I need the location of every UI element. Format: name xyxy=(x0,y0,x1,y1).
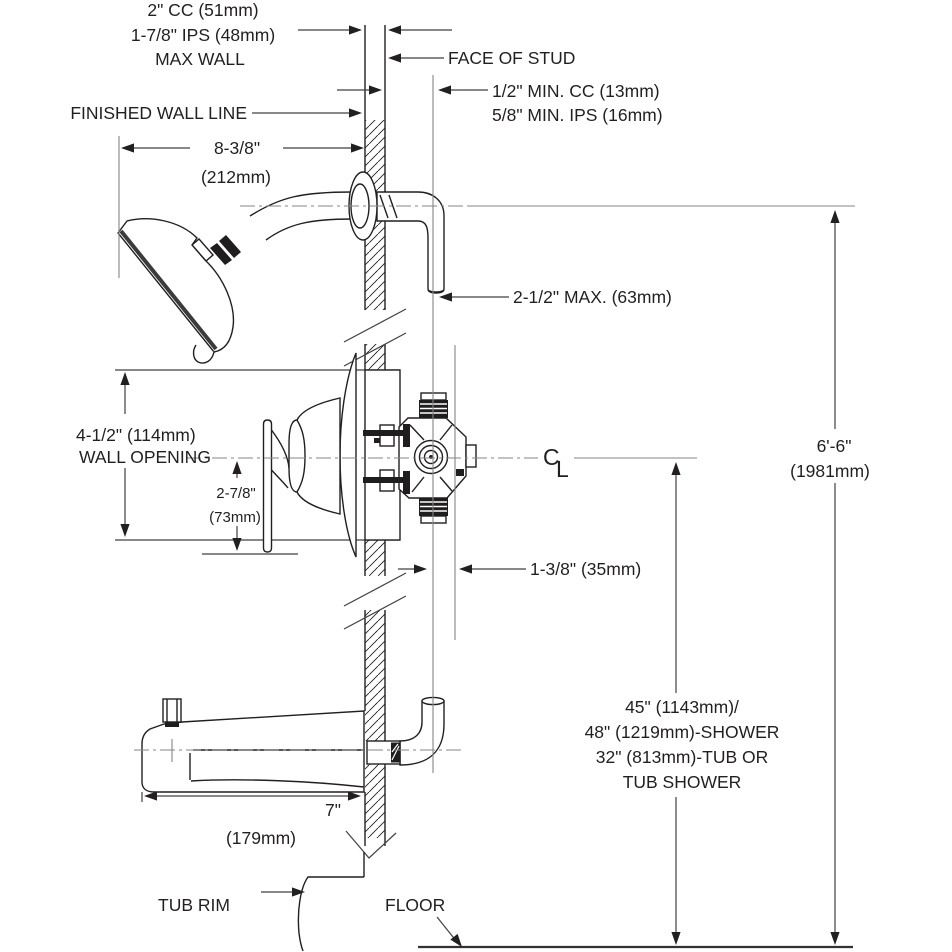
label-finished-wall-line: FINISHED WALL LINE xyxy=(70,103,247,123)
label-min-ips: 5/8" MIN. IPS (16mm) xyxy=(492,105,663,125)
mounting-bolt-bottom xyxy=(363,477,409,483)
dimension-lines xyxy=(120,25,840,950)
mounting-plate xyxy=(364,369,401,541)
label-spout-reach-in: 7" xyxy=(325,800,341,820)
label-height-ft: 6'-6" xyxy=(817,436,852,456)
label-spout-reach-mm: (179mm) xyxy=(226,828,296,848)
reference-lines xyxy=(118,75,855,773)
label-handle-depth-mm: (73mm) xyxy=(209,509,261,526)
escutcheon xyxy=(339,352,357,558)
mounting-bolt-top xyxy=(363,430,409,436)
labels: 2" CC (51mm) 1-7/8" IPS (48mm) MAX WALL … xyxy=(70,0,870,915)
label-floor: FLOOR xyxy=(385,895,445,915)
label-max-wall-3: MAX WALL xyxy=(155,49,245,69)
label-wall-opening-text: WALL OPENING xyxy=(79,447,211,467)
shower-drop-elbow xyxy=(376,191,445,294)
label-arm-reach-in: 8-3/8" xyxy=(214,138,260,158)
label-valve-height-2: 48" (1219mm)-SHOWER xyxy=(585,722,780,742)
label-max-wall-2: 1-7/8" IPS (48mm) xyxy=(131,25,275,45)
diverter-knob xyxy=(162,698,182,723)
label-offset: 1-3/8" (35mm) xyxy=(530,559,641,579)
label-max-drop: 2-1/2" MAX. (63mm) xyxy=(513,287,672,307)
arm-nut xyxy=(219,235,241,258)
label-valve-height-1: 45" (1143mm)/ xyxy=(625,697,739,717)
centerline-symbol-l: L xyxy=(556,456,569,482)
label-handle-depth-in: 2-7/8" xyxy=(216,485,256,502)
shower-head xyxy=(117,218,235,353)
label-arm-reach-mm: (212mm) xyxy=(201,167,271,187)
label-wall-opening-dim: 4-1/2" (114mm) xyxy=(76,425,196,445)
tub-rim-outline xyxy=(297,852,365,952)
handle-hub xyxy=(288,397,341,515)
label-tub-rim: TUB RIM xyxy=(158,895,230,915)
label-valve-height-4: TUB SHOWER xyxy=(623,772,742,792)
label-max-wall-1: 2" CC (51mm) xyxy=(147,0,258,20)
lever-handle xyxy=(262,419,273,553)
tub-spout xyxy=(141,698,365,793)
wall-section xyxy=(343,25,407,859)
label-valve-height-3: 32" (813mm)-TUB OR xyxy=(596,747,769,767)
shower-arm xyxy=(249,191,353,241)
label-min-cc: 1/2" MIN. CC (13mm) xyxy=(492,81,660,101)
wall-break-middle xyxy=(343,572,407,630)
centerline-symbol-c: C xyxy=(543,444,560,470)
label-height-mm: (1981mm) xyxy=(790,461,870,481)
spray-face-band xyxy=(119,229,218,351)
wall-break-lower xyxy=(345,830,397,859)
shower-arm-and-head xyxy=(117,171,378,364)
label-face-of-stud: FACE OF STUD xyxy=(448,48,575,68)
shower-head-lip xyxy=(192,344,215,364)
